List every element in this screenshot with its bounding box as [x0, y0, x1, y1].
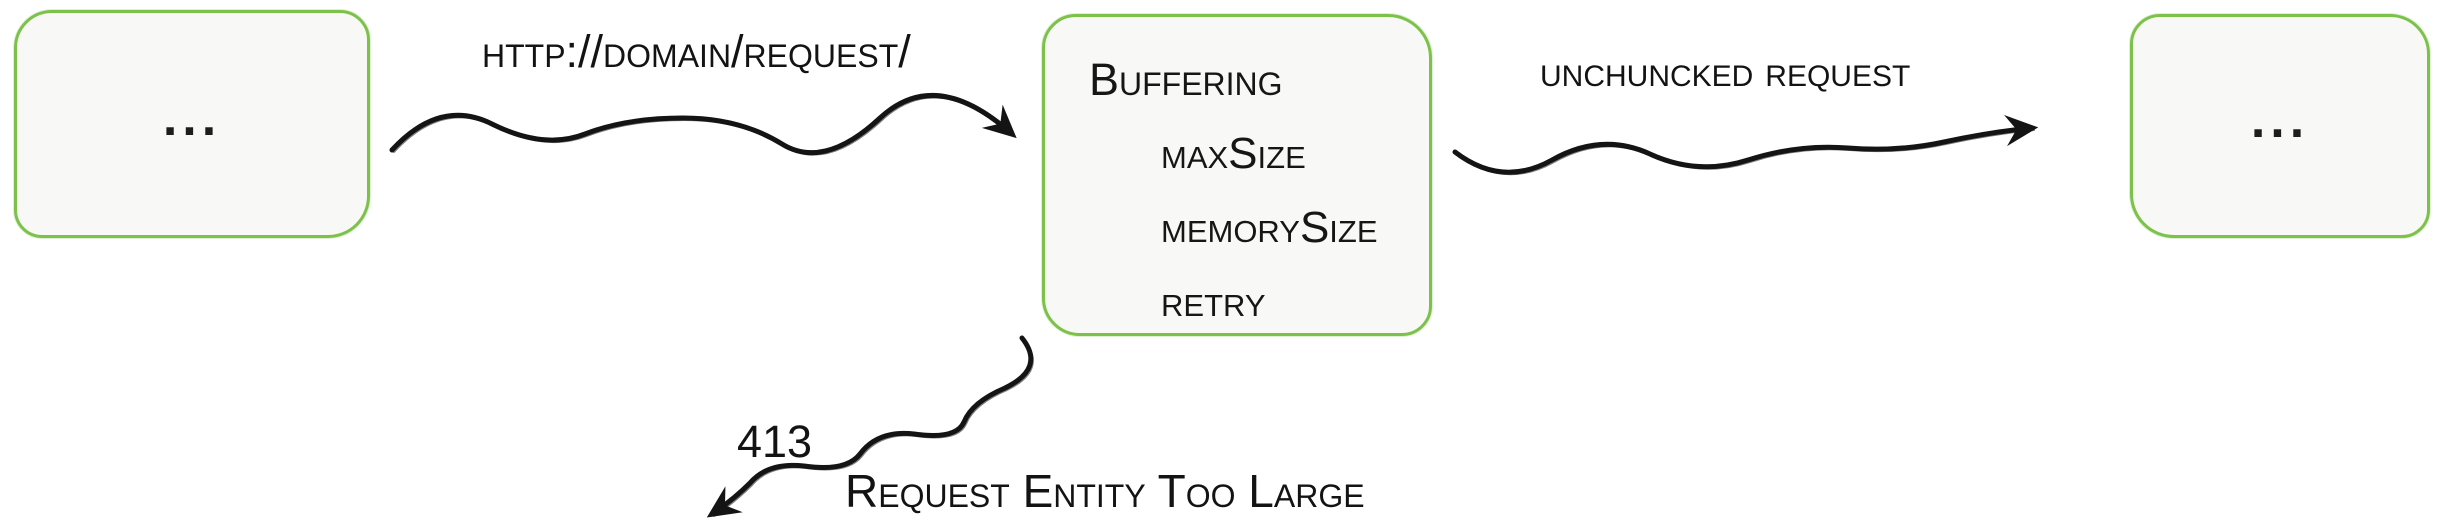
left-node-box: ...	[14, 10, 370, 238]
left-node-label: ...	[162, 89, 222, 147]
request-arrow-icon	[393, 96, 1015, 156]
right-node-box: ...	[2130, 14, 2430, 238]
buffering-item-maxsize: maxSize	[1161, 129, 1306, 178]
buffering-item-retry: retry	[1161, 277, 1266, 326]
unchunked-arrow-icon	[1456, 129, 2035, 176]
error-code-label: 413	[737, 416, 813, 467]
error-message-label: Request Entity Too Large	[845, 465, 1365, 517]
request-arrow-icon	[389, 93, 1017, 156]
unchunked-arrow-icon	[1452, 114, 2039, 175]
request-url-label: http://domain/request/	[482, 26, 911, 77]
unchunked-request-label: unchuncked request	[1540, 48, 1911, 96]
buffering-title: Buffering	[1089, 54, 1283, 105]
buffering-item-memorysize: memorySize	[1161, 203, 1378, 252]
right-node-label: ...	[2250, 91, 2310, 149]
buffering-node-box: Buffering maxSize memorySize retry	[1042, 14, 1432, 336]
